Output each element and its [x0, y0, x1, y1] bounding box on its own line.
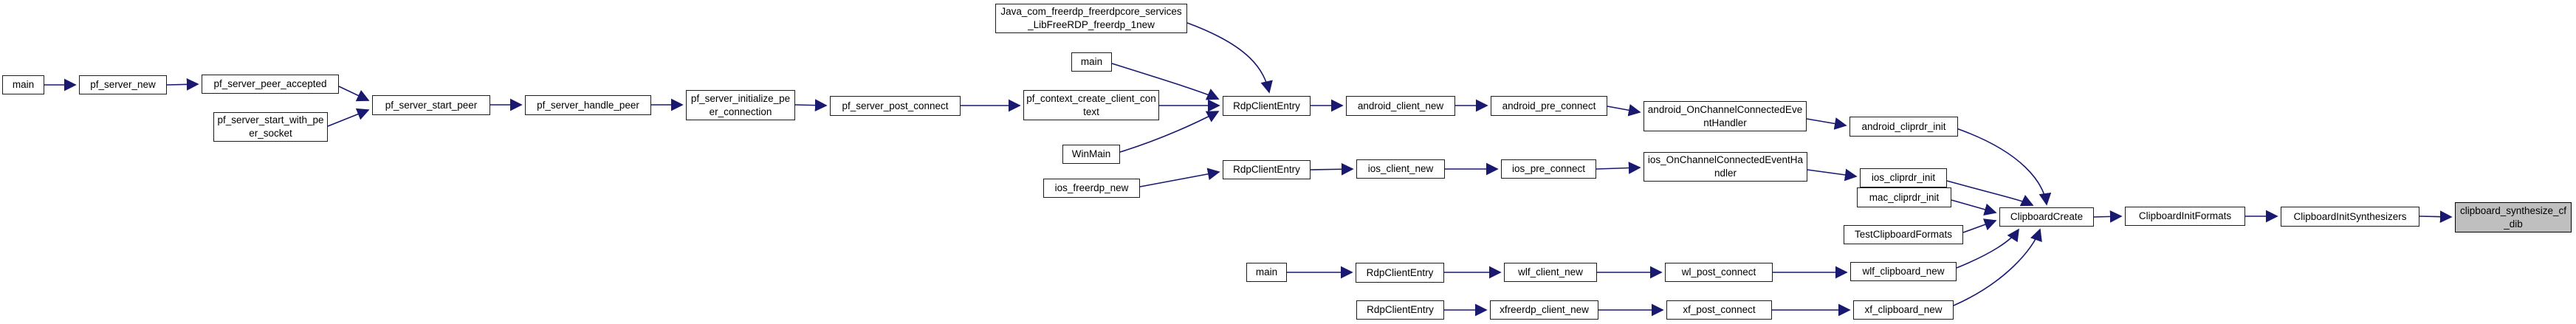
node-pf-server-new[interactable]: pf_server_new	[79, 75, 167, 94]
node-pf-server-start-peer[interactable]: pf_server_start_peer	[372, 95, 490, 115]
node-ios-client-new[interactable]: ios_client_new	[1356, 159, 1445, 179]
node-winmain[interactable]: WinMain	[1062, 145, 1120, 164]
node-android-pre-connect[interactable]: android_pre_connect	[1491, 96, 1607, 116]
node-pf-server-initialize-peer-connection[interactable]: pf_server_initialize_peer_connection	[686, 90, 795, 120]
node-pf-server-handle-peer[interactable]: pf_server_handle_peer	[525, 95, 651, 115]
node-main-2[interactable]: main	[1071, 52, 1112, 72]
edge-clipboardinitsynthesizers-clipboard_synthesize_cf_dib	[2419, 210, 2453, 224]
edge-wlf_clipboard_new-clipboardcreate	[1956, 228, 2019, 269]
edge-testclipboardformats-clipboardcreate	[1962, 218, 1997, 233]
edge-xf_clipboard_new-clipboardcreate	[1953, 228, 2042, 306]
node-pf-server-post-connect[interactable]: pf_server_post_connect	[830, 96, 961, 116]
node-mac-cliprdr-init[interactable]: mac_cliprdr_init	[1857, 187, 1951, 207]
node-rdpcliententry-2[interactable]: RdpClientEntry	[1223, 160, 1311, 179]
edge-pf_server_new-pf_server_peer_accepted	[166, 77, 199, 91]
edge-ios_cliprdr_init-clipboardcreate	[1946, 180, 2034, 207]
edge-android_pre_connect-android_onchannelconnected	[1607, 104, 1641, 117]
node-rdpcliententry-3[interactable]: RdpClientEntry	[1356, 263, 1444, 283]
node-wlf-client-new[interactable]: wlf_client_new	[1504, 263, 1597, 282]
node-clipboard-synthesize-cf-dib: clipboard_synthesize_cf_dib	[2455, 202, 2572, 232]
node-rdpcliententry-4[interactable]: RdpClientEntry	[1356, 300, 1444, 320]
node-rdpcliententry-1[interactable]: RdpClientEntry	[1223, 96, 1311, 116]
node-xfreerdp-client-new[interactable]: xfreerdp_client_new	[1490, 300, 1598, 320]
node-pf-context-create-client-context[interactable]: pf_context_create_client_context	[1023, 90, 1159, 120]
edge-rdpcliententry2-ios_client_new	[1310, 162, 1354, 176]
node-ios-onchannelconnected-eventhandler[interactable]: ios_OnChannelConnectedEventHandler	[1644, 152, 1807, 182]
edge-ios_onchannelconnected-ios_cliprdr_init	[1807, 168, 1858, 182]
node-main-1[interactable]: main	[2, 75, 44, 94]
edge-mac_cliprdr_init-clipboardcreate	[1951, 199, 1997, 216]
node-ios-cliprdr-init[interactable]: ios_cliprdr_init	[1860, 168, 1947, 187]
node-ios-pre-connect[interactable]: ios_pre_connect	[1501, 159, 1596, 179]
node-ios-freerdp-new[interactable]: ios_freerdp_new	[1043, 179, 1140, 198]
edge-main2-rdpcliententry	[1111, 63, 1220, 100]
node-wlf-clipboard-new[interactable]: wlf_clipboard_new	[1850, 262, 1957, 281]
node-clipboardinitformats[interactable]: ClipboardInitFormats	[2125, 207, 2245, 226]
edge-pf_server_initialize_peer_connection-pf_server_post_connect	[794, 99, 828, 112]
node-clipboardinitsynthesizers[interactable]: ClipboardInitSynthesizers	[2281, 207, 2419, 227]
edge-android_cliprdr_init-clipboardcreate	[1956, 128, 2052, 206]
node-android-client-new[interactable]: android_client_new	[1346, 96, 1455, 116]
node-wl-post-connect[interactable]: wl_post_connect	[1665, 263, 1773, 282]
node-main-3[interactable]: main	[1246, 263, 1287, 282]
edge-ios_freerdp_new-rdpcliententry2	[1139, 168, 1220, 187]
edge-ios_pre_connect-ios_onchannelconnected	[1596, 162, 1641, 174]
edge-clipboardcreate-clipboardinitformats	[2093, 210, 2123, 223]
edge-winmain-rdpcliententry	[1119, 111, 1220, 153]
node-pf-server-peer-accepted[interactable]: pf_server_peer_accepted	[202, 75, 339, 94]
edge-java_freerdp_1new-rdpcliententry	[1186, 22, 1273, 94]
node-pf-server-start-with-peer-socket[interactable]: pf_server_start_with_peer_socket	[213, 112, 328, 142]
node-android-cliprdr-init[interactable]: android_cliprdr_init	[1849, 117, 1958, 137]
node-clipboardcreate[interactable]: ClipboardCreate	[1999, 207, 2094, 227]
node-xf-clipboard-new[interactable]: xf_clipboard_new	[1853, 300, 1954, 320]
edge-pf_server_start_with_peer_socket-pf_server_start_peer	[327, 108, 370, 127]
node-testclipboardformats[interactable]: TestClipboardFormats	[1844, 225, 1963, 244]
node-java-libfreerdp-freerdp-1new[interactable]: Java_com_freerdp_freerdpcore_services_Li…	[995, 4, 1187, 33]
node-android-onchannelconnected-eventhandler[interactable]: android_OnChannelConnectedEventHandler	[1644, 101, 1807, 131]
edge-pf_server_peer_accepted-pf_server_start_peer	[338, 86, 370, 102]
node-xf-post-connect[interactable]: xf_post_connect	[1666, 300, 1772, 320]
edge-android_onchannelconnected-android_cliprdr_init	[1806, 117, 1847, 130]
